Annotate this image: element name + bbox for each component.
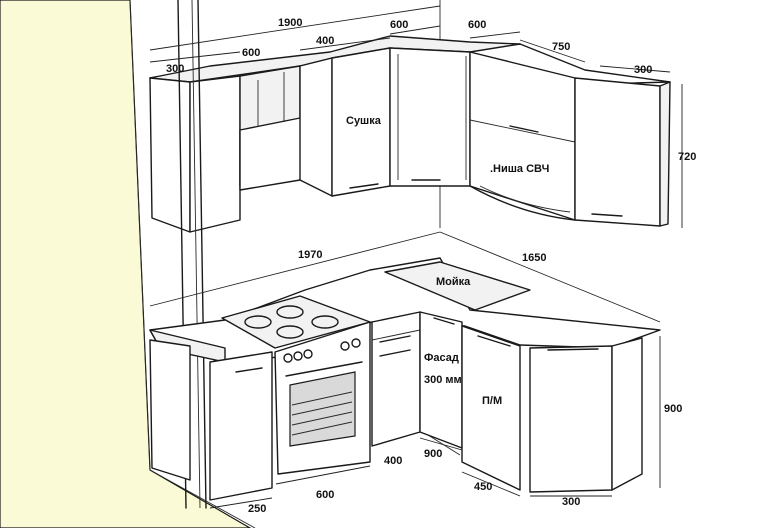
dimension-labels: 1900 300 600 400 600 600 750 300 720 197… [166, 17, 696, 515]
dishwasher-label: П/М [482, 395, 502, 407]
dishwasher [461, 325, 521, 491]
dim-top-300-right: 300 [634, 64, 652, 76]
dryer-label: Сушка [346, 115, 382, 127]
dim-base-height: 900 [664, 403, 682, 415]
dimension-lines [149, 5, 683, 509]
dim-base-right-total: 1650 [522, 252, 546, 264]
upper-cabinet-right [574, 77, 661, 227]
dim-upper-height: 720 [678, 151, 696, 163]
base-left-end [149, 339, 191, 481]
facade-label: Фасад [424, 352, 459, 364]
burners [244, 305, 339, 339]
dim-base-400: 400 [384, 455, 402, 467]
microwave-niche-label: .Ниша СВЧ [490, 163, 549, 175]
oven-rack [291, 391, 353, 436]
drawer-cabinet [371, 311, 421, 447]
sink [384, 261, 531, 311]
sink-label: Мойка [436, 276, 471, 288]
dim-base-250: 250 [248, 503, 266, 515]
dim-base-600: 600 [316, 489, 334, 501]
upper-corner-cabinet [389, 47, 471, 187]
dim-top-total: 1900 [278, 17, 302, 29]
dim-top-600-a: 600 [242, 47, 260, 59]
base-left-cabinet [209, 351, 273, 501]
upper-cabinet-left-side [149, 77, 191, 233]
stove-knobs [283, 338, 361, 363]
dim-top-600-c: 600 [468, 19, 486, 31]
upper-cabinet-left-front [189, 75, 241, 233]
upper-cabinet-right-side [659, 81, 671, 227]
upper-cabinets: Сушка .Ниша СВЧ [149, 35, 671, 233]
dim-top-left-depth: 300 [166, 63, 184, 75]
base-right-side [611, 337, 643, 491]
dim-base-450: 450 [474, 481, 492, 493]
dim-top-600-b: 600 [390, 19, 408, 31]
dim-top-400: 400 [316, 35, 334, 47]
oven-window [289, 371, 356, 447]
stove-top [221, 295, 371, 349]
dim-base-left-total: 1970 [298, 249, 322, 261]
facade-size-label: 300 мм [424, 374, 462, 386]
dim-base-300: 300 [562, 496, 580, 508]
dim-top-750: 750 [552, 41, 570, 53]
base-cabinets: Мойка [149, 257, 661, 501]
dryer-cabinet [299, 57, 333, 197]
dim-base-900: 900 [424, 448, 442, 460]
base-right-cabinet [529, 345, 613, 493]
